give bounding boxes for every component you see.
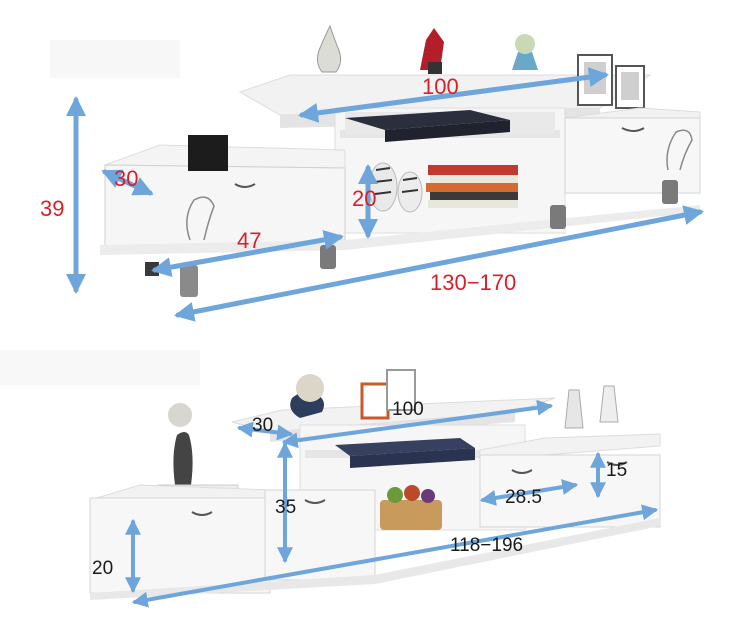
vase-flowers: [168, 403, 192, 427]
dark-vase: [173, 432, 193, 485]
mid-drawer-handle: [304, 499, 326, 504]
watermark-area: [50, 40, 180, 78]
total-width-arrow: [131, 504, 659, 608]
total-width-label: 118−196: [450, 535, 524, 556]
photo-frame-orange: [360, 382, 390, 420]
flowers: [515, 34, 535, 54]
depth-label: 30: [114, 166, 139, 191]
top-width-arrow: [281, 399, 554, 449]
fruit-1: [387, 487, 403, 503]
tissue-box: [188, 135, 228, 171]
drawer-width-label: 28.5: [505, 487, 542, 508]
left-cabinet-front: [89, 497, 271, 594]
left-cabinet-front: [104, 164, 346, 251]
watermark-area: [0, 350, 200, 385]
base-height-label: 20: [92, 558, 114, 579]
drawer-height-label: 15: [606, 460, 628, 481]
side-width-label: 47: [237, 228, 262, 253]
ballerina-figurine-2: [599, 385, 619, 423]
top-width-label: 100: [392, 399, 424, 420]
books-stack: [426, 165, 518, 208]
center-height-label: 20: [352, 186, 377, 211]
total-width-label: 130−170: [430, 270, 517, 295]
depth-arrow: [101, 169, 154, 196]
photo-2: [621, 72, 639, 100]
depth-label: 30: [252, 415, 274, 436]
leg-3: [550, 205, 566, 229]
right-cabinet-front: [564, 117, 701, 194]
drawer-width-arrow: [479, 479, 579, 506]
left-drawer-handle: [234, 183, 256, 188]
dried-flowers: [296, 374, 324, 402]
pear-sculpture: [316, 24, 342, 73]
fruit-basket: [380, 500, 442, 530]
flower-pot: [512, 52, 538, 70]
right-drawer-handle-2: [606, 461, 628, 466]
fruit-3: [421, 489, 435, 503]
tv-cabinet-illustration-bottom: [0, 350, 661, 608]
product-image-bottom: 30 100 35 15 28.5 118−196 20: [0, 350, 750, 619]
bird-ornament: [420, 28, 444, 70]
top-width-label: 100: [422, 74, 459, 99]
fruit-2: [404, 485, 420, 501]
leg-1: [180, 265, 198, 297]
leg-4: [662, 180, 678, 204]
right-drawer-handle: [621, 127, 645, 132]
vase-stripes: [373, 167, 419, 195]
right-drawer-handle-1: [511, 469, 533, 474]
height-label: 39: [40, 196, 65, 221]
leg-2: [320, 245, 336, 269]
top-width-arrow: [298, 67, 609, 123]
ballerina-figurine-1: [564, 389, 584, 429]
dvd-player-front: [385, 120, 510, 142]
dvd-player-front: [350, 448, 475, 468]
product-image-top: 39 30 20 100 47 130−170: [40, 24, 704, 322]
height-label: 35: [275, 497, 297, 518]
bird-ornament-base: [428, 62, 442, 74]
total-width-arrow: [174, 205, 704, 322]
right-flower-print: [666, 129, 693, 171]
tv-cabinet-illustration-top: [50, 24, 704, 322]
depth-arrow: [236, 421, 294, 441]
